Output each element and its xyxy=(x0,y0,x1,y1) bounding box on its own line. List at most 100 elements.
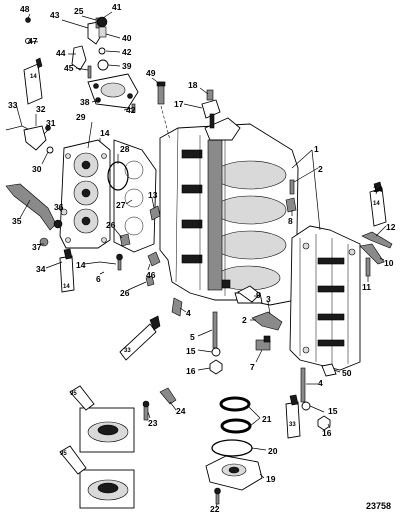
callout-32: 32 xyxy=(36,104,46,114)
figure-number: 23758 xyxy=(366,501,391,511)
callout-1: 1 xyxy=(314,144,319,154)
callout-14c: 14 xyxy=(373,184,383,194)
callout-4a: 4 xyxy=(186,308,191,318)
seal-kit-box: 95 xyxy=(69,385,135,453)
dowel-pin xyxy=(171,297,183,317)
bracket-screw xyxy=(45,125,51,131)
callout-47: 47 xyxy=(28,36,38,46)
callout-42b: 42 xyxy=(126,105,136,115)
stud xyxy=(300,367,306,403)
sealant-tube: 14 xyxy=(369,181,387,227)
tube-label: 33 xyxy=(124,348,131,354)
callout-40: 40 xyxy=(122,33,132,43)
nut xyxy=(317,415,331,431)
callout-26a: 26 xyxy=(106,220,116,230)
callout-25: 25 xyxy=(74,6,84,16)
tube-label: 14 xyxy=(63,284,70,290)
callout-23: 23 xyxy=(148,418,158,428)
sensor-body xyxy=(98,26,107,38)
tube-label: 95 xyxy=(70,391,77,397)
callout-33a: 33 xyxy=(8,100,18,110)
callout-31: 31 xyxy=(46,118,56,128)
wire-clip xyxy=(251,311,283,331)
callout-20: 20 xyxy=(268,446,278,456)
callout-12: 12 xyxy=(386,222,396,232)
sensor-assembly xyxy=(201,89,221,129)
sealant-tube: 33 xyxy=(119,315,161,361)
callouts: 48 43 25 41 40 47 44 42 45 39 38 42 49 1… xyxy=(8,2,396,514)
washer xyxy=(211,347,221,357)
bolt xyxy=(321,363,337,377)
callout-2b: 2 xyxy=(242,315,247,325)
tube-label: 14 xyxy=(373,201,380,207)
callout-28: 28 xyxy=(120,144,130,154)
bolt-head xyxy=(116,253,123,261)
bolt-head xyxy=(142,400,150,408)
stud xyxy=(361,231,393,249)
clip xyxy=(119,233,131,247)
callout-21: 21 xyxy=(262,414,272,424)
callout-4b: 4 xyxy=(318,378,323,388)
callout-2: 2 xyxy=(318,164,323,174)
callout-45: 45 xyxy=(64,63,74,73)
oil-seal xyxy=(219,396,251,412)
callout-22: 22 xyxy=(210,504,220,514)
callout-7: 7 xyxy=(250,362,255,372)
callout-13: 13 xyxy=(148,190,158,200)
tube-label: 14 xyxy=(30,74,37,80)
screw xyxy=(289,179,295,195)
callout-35: 35 xyxy=(12,216,22,226)
callout-3: 3 xyxy=(266,294,271,304)
callout-42a: 42 xyxy=(122,47,132,57)
nut xyxy=(209,359,223,375)
callout-8: 8 xyxy=(288,216,293,226)
callout-9: 9 xyxy=(256,290,261,300)
callout-26b: 26 xyxy=(120,288,130,298)
callout-29: 29 xyxy=(76,112,86,122)
sensor xyxy=(255,335,271,351)
bolt-head xyxy=(214,487,221,495)
callout-6: 6 xyxy=(96,274,101,284)
sensor-bracket xyxy=(23,125,47,151)
crankcase-cover xyxy=(289,225,361,371)
grommet xyxy=(97,59,109,71)
thermostat-cover xyxy=(87,73,139,109)
callout-44: 44 xyxy=(56,48,66,58)
callout-15b: 15 xyxy=(328,406,338,416)
callout-43: 43 xyxy=(50,10,60,20)
leader-lines xyxy=(15,11,387,509)
callout-30: 30 xyxy=(32,164,42,174)
callout-18: 18 xyxy=(188,80,198,90)
cylinder-head xyxy=(59,139,111,249)
anode-assembly xyxy=(5,183,68,231)
callout-39: 39 xyxy=(122,61,132,71)
callout-49: 49 xyxy=(146,68,156,78)
tube-label: 33 xyxy=(289,422,296,428)
bearing-housing xyxy=(205,455,263,491)
clip xyxy=(25,17,31,23)
o-ring xyxy=(211,439,253,457)
fitting xyxy=(156,81,171,141)
callout-24: 24 xyxy=(176,406,186,416)
clip xyxy=(149,205,161,221)
temp-sensor xyxy=(71,45,87,71)
callout-14b: 14 xyxy=(76,260,86,270)
cylinder-block xyxy=(159,117,299,306)
bolt xyxy=(365,257,371,277)
sealant-tube: 33 xyxy=(285,394,301,439)
clip xyxy=(147,251,161,267)
bolt xyxy=(159,387,177,405)
callout-10: 10 xyxy=(384,258,394,268)
sealant-tube: 14 xyxy=(23,57,43,105)
tube-label: 95 xyxy=(60,451,67,457)
fitting xyxy=(285,197,297,213)
callout-11: 11 xyxy=(362,282,371,292)
washer xyxy=(46,146,54,154)
callout-5: 5 xyxy=(190,332,195,342)
callout-50: 50 xyxy=(342,368,352,378)
clip xyxy=(145,275,155,287)
callout-38: 38 xyxy=(80,97,90,107)
head-gasket xyxy=(113,139,157,253)
callout-34: 34 xyxy=(36,264,46,274)
